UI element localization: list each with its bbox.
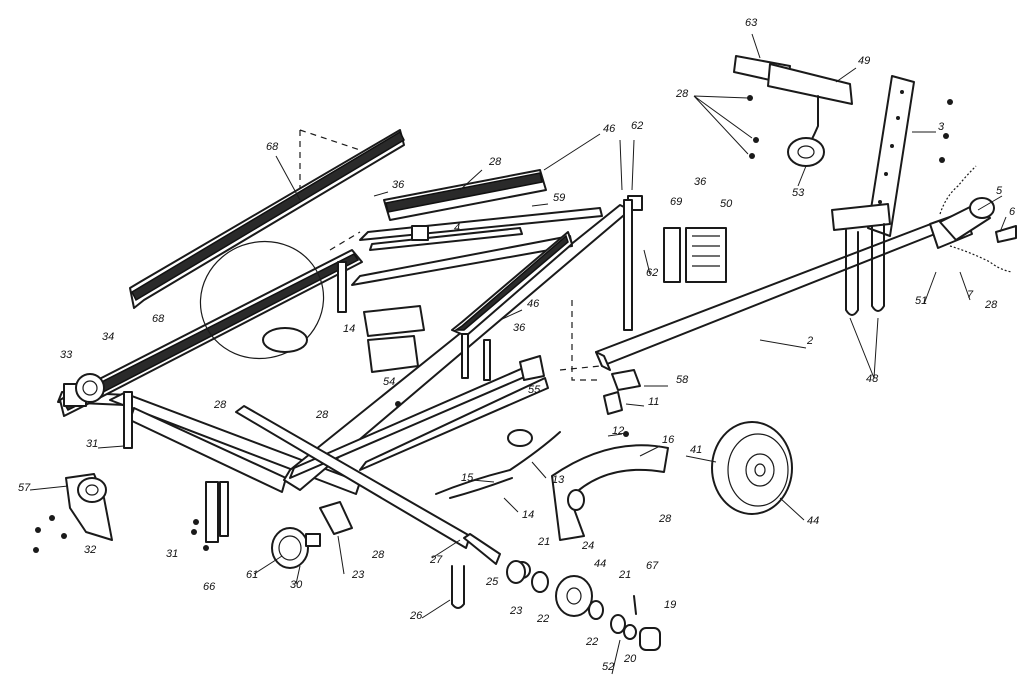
- callout-c6: 6: [1009, 206, 1016, 218]
- callout-c68b: 68: [152, 313, 165, 325]
- callout-c36c: 36: [513, 322, 526, 334]
- hub-parts: [506, 560, 661, 651]
- callout-c61: 61: [246, 569, 258, 581]
- callout-c22a: 22: [536, 613, 549, 625]
- callout-c68a: 68: [266, 141, 279, 153]
- callout-labels: 63 49 28 3 53 62 46 68 28 36 59 69 36 50 4 62 56 46 14 68 36…: [18, 17, 1016, 673]
- callout-c22b: 22: [585, 636, 598, 648]
- callout-c21b: 21: [618, 569, 631, 581]
- callout-c4: 4: [454, 222, 460, 234]
- callout-c28g: 28: [371, 549, 385, 561]
- callout-c24: 24: [581, 540, 594, 552]
- fender-16: [551, 444, 669, 541]
- wheel-41: [711, 421, 793, 515]
- callout-c67: 67: [646, 560, 659, 572]
- callout-c31b: 31: [166, 548, 178, 560]
- coupler-5: [939, 165, 1017, 273]
- callout-c3: 3: [938, 121, 945, 133]
- callout-c49: 49: [858, 55, 870, 67]
- callout-c46b: 46: [527, 298, 540, 310]
- callout-c59: 59: [553, 192, 565, 204]
- callout-c15: 15: [461, 472, 474, 484]
- callout-c36a: 36: [392, 179, 405, 191]
- callout-c31a: 31: [86, 438, 98, 450]
- callout-c26: 26: [409, 610, 423, 622]
- bunk-brackets: [123, 195, 643, 449]
- callout-c19: 19: [664, 599, 676, 611]
- callout-c46a: 46: [603, 123, 616, 135]
- callout-c7: 7: [967, 289, 974, 301]
- callout-c23b: 23: [509, 605, 523, 617]
- callout-c69: 69: [670, 196, 682, 208]
- callout-c36b: 36: [694, 176, 707, 188]
- callout-c54: 54: [383, 376, 395, 388]
- callout-c20: 20: [623, 653, 637, 665]
- callout-c51: 51: [915, 295, 927, 307]
- callout-c52: 52: [602, 661, 614, 673]
- callout-c21a: 21: [537, 536, 550, 548]
- callout-c57: 57: [18, 482, 31, 494]
- callout-c14a: 14: [343, 323, 355, 335]
- callout-c30: 30: [290, 579, 303, 591]
- callout-c28c: 28: [984, 299, 998, 311]
- winch-post-50: [663, 227, 727, 283]
- callout-c41: 41: [690, 444, 702, 456]
- callout-c55: 55: [528, 384, 541, 396]
- callout-c44b: 44: [594, 558, 606, 570]
- callout-c14b: 14: [522, 509, 534, 521]
- taillight-61: [271, 527, 321, 569]
- roller-34: [63, 373, 105, 407]
- callout-c58: 58: [676, 374, 689, 386]
- callout-c53: 53: [792, 187, 805, 199]
- plate-23: [319, 501, 353, 535]
- callout-c32: 32: [84, 544, 96, 556]
- callout-c28f: 28: [658, 513, 672, 525]
- bracket-66: [191, 481, 229, 551]
- main-frame: [57, 129, 973, 495]
- roller-57-bracket: [33, 473, 113, 553]
- callout-c28d: 28: [213, 399, 227, 411]
- bunk-46-right: [451, 231, 573, 337]
- bunk-68-upper: [129, 129, 405, 309]
- misc-brackets: [395, 355, 641, 437]
- u-bolt-26: [451, 565, 465, 609]
- callout-c28e: 28: [315, 409, 329, 421]
- callout-c2: 2: [806, 335, 813, 347]
- callout-c34: 34: [102, 331, 114, 343]
- axle-27: [235, 405, 548, 589]
- callout-c28a: 28: [675, 88, 689, 100]
- callout-c11: 11: [648, 396, 659, 408]
- callout-c66: 66: [203, 581, 216, 593]
- callout-c44a: 44: [807, 515, 819, 527]
- callout-c63: 63: [745, 17, 758, 29]
- callout-c62a: 62: [631, 120, 643, 132]
- callout-c23a: 23: [351, 569, 365, 581]
- wheel-disc: [199, 240, 325, 360]
- jack-assembly: [733, 55, 953, 316]
- callout-c13: 13: [552, 474, 565, 486]
- callout-c28b: 28: [488, 156, 502, 168]
- callout-c25: 25: [485, 576, 499, 588]
- spring-15: [435, 429, 561, 499]
- callout-c62b: 62: [646, 267, 658, 279]
- bunk-28-upper: [383, 169, 547, 221]
- box-54: [363, 305, 425, 373]
- callout-c16: 16: [662, 434, 675, 446]
- callout-c5: 5: [996, 185, 1003, 197]
- leader-lines: [29, 33, 1007, 675]
- callout-c50: 50: [720, 198, 733, 210]
- callout-c27: 27: [429, 554, 443, 566]
- callout-c12: 12: [612, 425, 624, 437]
- callout-c33: 33: [60, 349, 73, 361]
- callout-c48: 48: [866, 373, 879, 385]
